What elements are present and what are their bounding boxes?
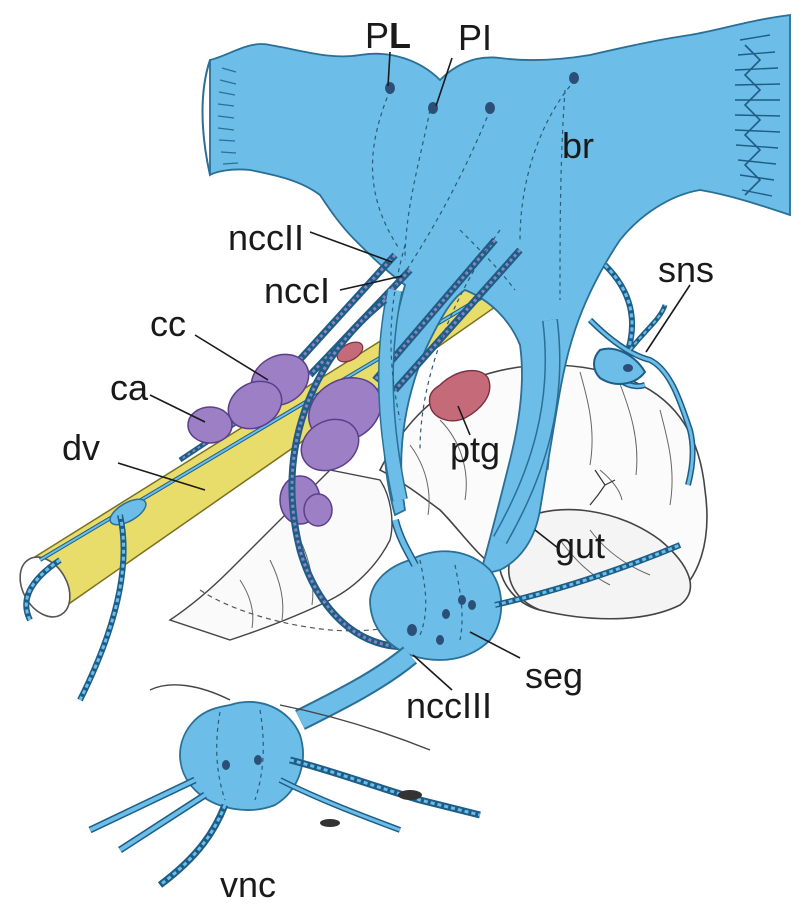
label-nccI: nccI (264, 270, 330, 311)
label-nccIII: nccIII (406, 685, 492, 726)
label-nccII: nccII (228, 217, 304, 258)
label-gut: gut (555, 525, 605, 566)
leader-sns (646, 285, 690, 352)
label-cc: cc (150, 303, 186, 344)
label-PI: PI (458, 17, 492, 58)
leader-cc (195, 335, 268, 380)
label-ptg: ptg (450, 429, 500, 470)
label-ca: ca (110, 367, 149, 408)
label-dv: dv (62, 427, 100, 468)
label-PL: PL (365, 15, 411, 56)
label-br: br (562, 125, 594, 166)
leader-ca (150, 395, 205, 422)
label-sns: sns (658, 249, 714, 290)
label-seg: seg (525, 655, 583, 696)
label-vnc: vnc (220, 864, 276, 905)
